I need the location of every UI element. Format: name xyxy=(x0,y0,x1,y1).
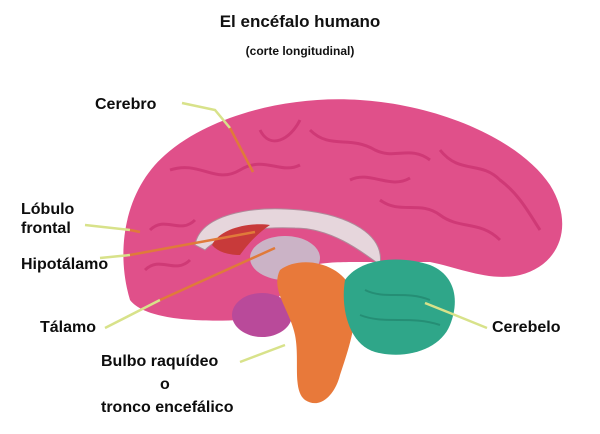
brainstem-shape xyxy=(277,262,355,404)
leader-line-cerebro xyxy=(181,101,231,129)
label-hipotalamo: Hipotálamo xyxy=(21,256,109,273)
cerebrum-shape xyxy=(123,99,563,321)
leader-line-lobulo-frontal xyxy=(84,223,131,232)
label-lobulo-line2: frontal xyxy=(21,220,71,237)
diagram-subtitle: (corte longitudinal) xyxy=(245,44,355,58)
label-talamo: Tálamo xyxy=(40,319,97,336)
leader-line-cerebelo xyxy=(424,301,488,330)
diagram-title: El encéfalo humano xyxy=(219,12,381,31)
leader-line-hipotalamo xyxy=(99,253,131,260)
label-lobulo-line1: Lóbulo xyxy=(21,201,75,218)
label-cerebelo: Cerebelo xyxy=(492,319,561,336)
label-bulbo-line1: Bulbo raquídeo xyxy=(101,353,219,370)
label-bulbo-line3: tronco encefálico xyxy=(101,399,234,416)
label-bulbo-line2: o xyxy=(160,376,170,393)
leader-line-talamo xyxy=(104,298,161,330)
label-cerebro: Cerebro xyxy=(95,96,157,113)
cerebellum-shape xyxy=(343,259,455,355)
leader-line-bulbo xyxy=(239,343,286,364)
ventricle xyxy=(212,224,270,255)
